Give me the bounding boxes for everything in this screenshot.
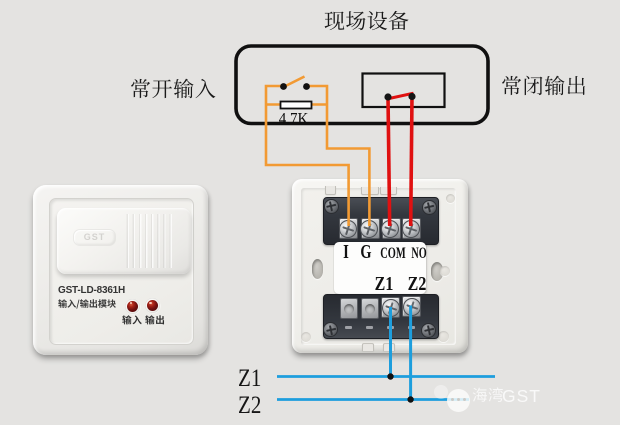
normally-open-input-label	[130, 78, 217, 102]
cjk-glyphs-svg	[131, 78, 216, 99]
relay-contact-box	[361, 72, 446, 109]
screw-recess	[301, 332, 311, 342]
output-led	[146, 300, 158, 311]
module-inner-panel: GST GST-LD-8361H	[49, 198, 194, 345]
field-device-title	[324, 10, 410, 34]
block-mark	[365, 326, 373, 329]
watermark-latin-text: GST	[502, 385, 541, 406]
output-led-label	[145, 315, 166, 326]
terminal-com-screw	[381, 219, 400, 238]
block-mark	[344, 326, 352, 329]
switch-contact-left	[280, 83, 287, 90]
output-led-bezel	[144, 298, 160, 313]
module-cover-vents	[123, 214, 173, 268]
plate-clip	[360, 187, 379, 195]
cjk-glyphs-svg	[324, 10, 409, 31]
resistor-value-label: 4.7K	[278, 109, 309, 128]
watermark-dot	[456, 398, 461, 402]
screw-recess	[438, 331, 449, 342]
cjk-glyphs-svg	[58, 298, 116, 309]
module-name-text	[58, 298, 117, 310]
module-cover: GST	[57, 208, 191, 274]
normally-closed-output-label	[501, 75, 588, 99]
terminal-base-photo: I G COM NO Z1 Z2	[292, 179, 468, 353]
mounting-hole-left	[312, 259, 323, 279]
watermark-bubble-small	[434, 385, 448, 399]
z2-junction-dot	[407, 396, 414, 403]
field-device-box	[234, 44, 490, 126]
io-module-photo: GST GST-LD-8361H	[33, 185, 208, 355]
relay-contact-right	[408, 92, 416, 101]
watermark-dot	[462, 398, 466, 402]
watermark-dot	[451, 398, 455, 402]
z1-bus-label: Z1	[238, 365, 262, 392]
terminal-z1-screw	[381, 298, 400, 317]
screw-recess	[440, 266, 450, 276]
switch-contact-right	[303, 83, 310, 90]
input-led	[127, 300, 139, 312]
screw-recess	[446, 194, 455, 203]
block-screw	[421, 322, 437, 338]
terminal-g-screw	[360, 219, 379, 238]
plate-clip	[383, 343, 395, 351]
block-mark	[387, 326, 394, 329]
module-logo-emboss: GST	[73, 229, 116, 246]
plate-clip	[362, 343, 374, 351]
terminal-label-z2: Z2	[407, 272, 426, 295]
z1-junction-dot	[387, 373, 394, 380]
cjk-glyphs-svg	[472, 386, 503, 402]
watermark-cjk-text	[472, 386, 504, 405]
z2-bus-label: Z2	[238, 391, 262, 419]
terminal-label-plate: I G COM NO Z1 Z2	[333, 240, 427, 295]
block-screw	[323, 198, 339, 214]
plate-clip	[325, 186, 336, 195]
terminal-label-z1: Z1	[374, 272, 393, 295]
resistor-symbol	[279, 100, 313, 110]
terminal-label-g: G	[360, 240, 372, 263]
terminal-i-screw	[338, 219, 357, 238]
terminal-z2-screw	[402, 298, 421, 316]
terminal-empty-1	[339, 298, 358, 320]
watermark-bubble-large	[447, 388, 470, 412]
input-led-label	[121, 315, 143, 326]
plate-clip	[380, 187, 397, 195]
cjk-glyphs-svg	[502, 75, 586, 96]
relay-contact-left	[384, 93, 392, 101]
cjk-glyphs-svg	[121, 315, 142, 325]
terminal-empty-2	[360, 298, 379, 320]
terminal-no-screw	[401, 219, 420, 238]
terminal-label-no: NO	[411, 245, 427, 262]
cjk-glyphs-svg	[145, 315, 165, 325]
module-model-text: GST-LD-8361H	[58, 285, 126, 296]
terminal-label-com: COM	[380, 245, 407, 262]
mounting-hole-right	[431, 262, 443, 281]
terminal-label-i: I	[343, 240, 350, 263]
input-led-bezel	[125, 298, 141, 314]
block-screw	[323, 322, 339, 338]
block-mark	[407, 326, 415, 329]
block-screw	[421, 199, 437, 215]
